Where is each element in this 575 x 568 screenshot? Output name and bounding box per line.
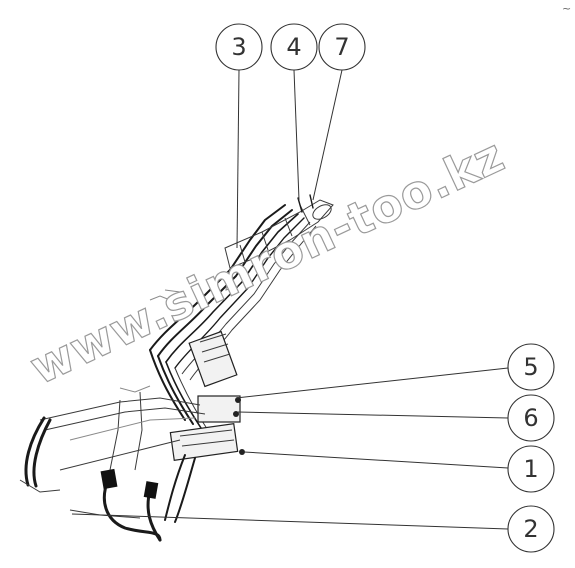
watermark-text: www.simron-too.kz xyxy=(22,128,513,395)
corner-mark: ~ xyxy=(562,2,571,15)
callout-2: 2 xyxy=(507,505,555,553)
valve-block xyxy=(188,330,238,388)
chassis-frame xyxy=(19,289,206,493)
manifold xyxy=(169,395,245,461)
leader-lines xyxy=(71,69,509,530)
callout-7: 7 xyxy=(318,23,366,71)
callout-6: 6 xyxy=(507,394,555,442)
callout-4-label: 4 xyxy=(286,33,301,61)
callout-6-label: 6 xyxy=(523,404,538,432)
callout-5: 5 xyxy=(507,343,555,391)
callout-1: 1 xyxy=(507,445,555,493)
callout-4: 4 xyxy=(270,23,318,71)
lower-hoses xyxy=(69,454,196,542)
callout-5-label: 5 xyxy=(523,353,538,381)
callout-3-label: 3 xyxy=(231,33,246,61)
callout-2-label: 2 xyxy=(523,515,538,543)
callout-3: 3 xyxy=(215,23,263,71)
pipe-assembly-drawing xyxy=(19,194,334,542)
callout-1-label: 1 xyxy=(523,455,538,483)
callout-7-label: 7 xyxy=(334,33,349,61)
top-bracket xyxy=(224,194,334,291)
